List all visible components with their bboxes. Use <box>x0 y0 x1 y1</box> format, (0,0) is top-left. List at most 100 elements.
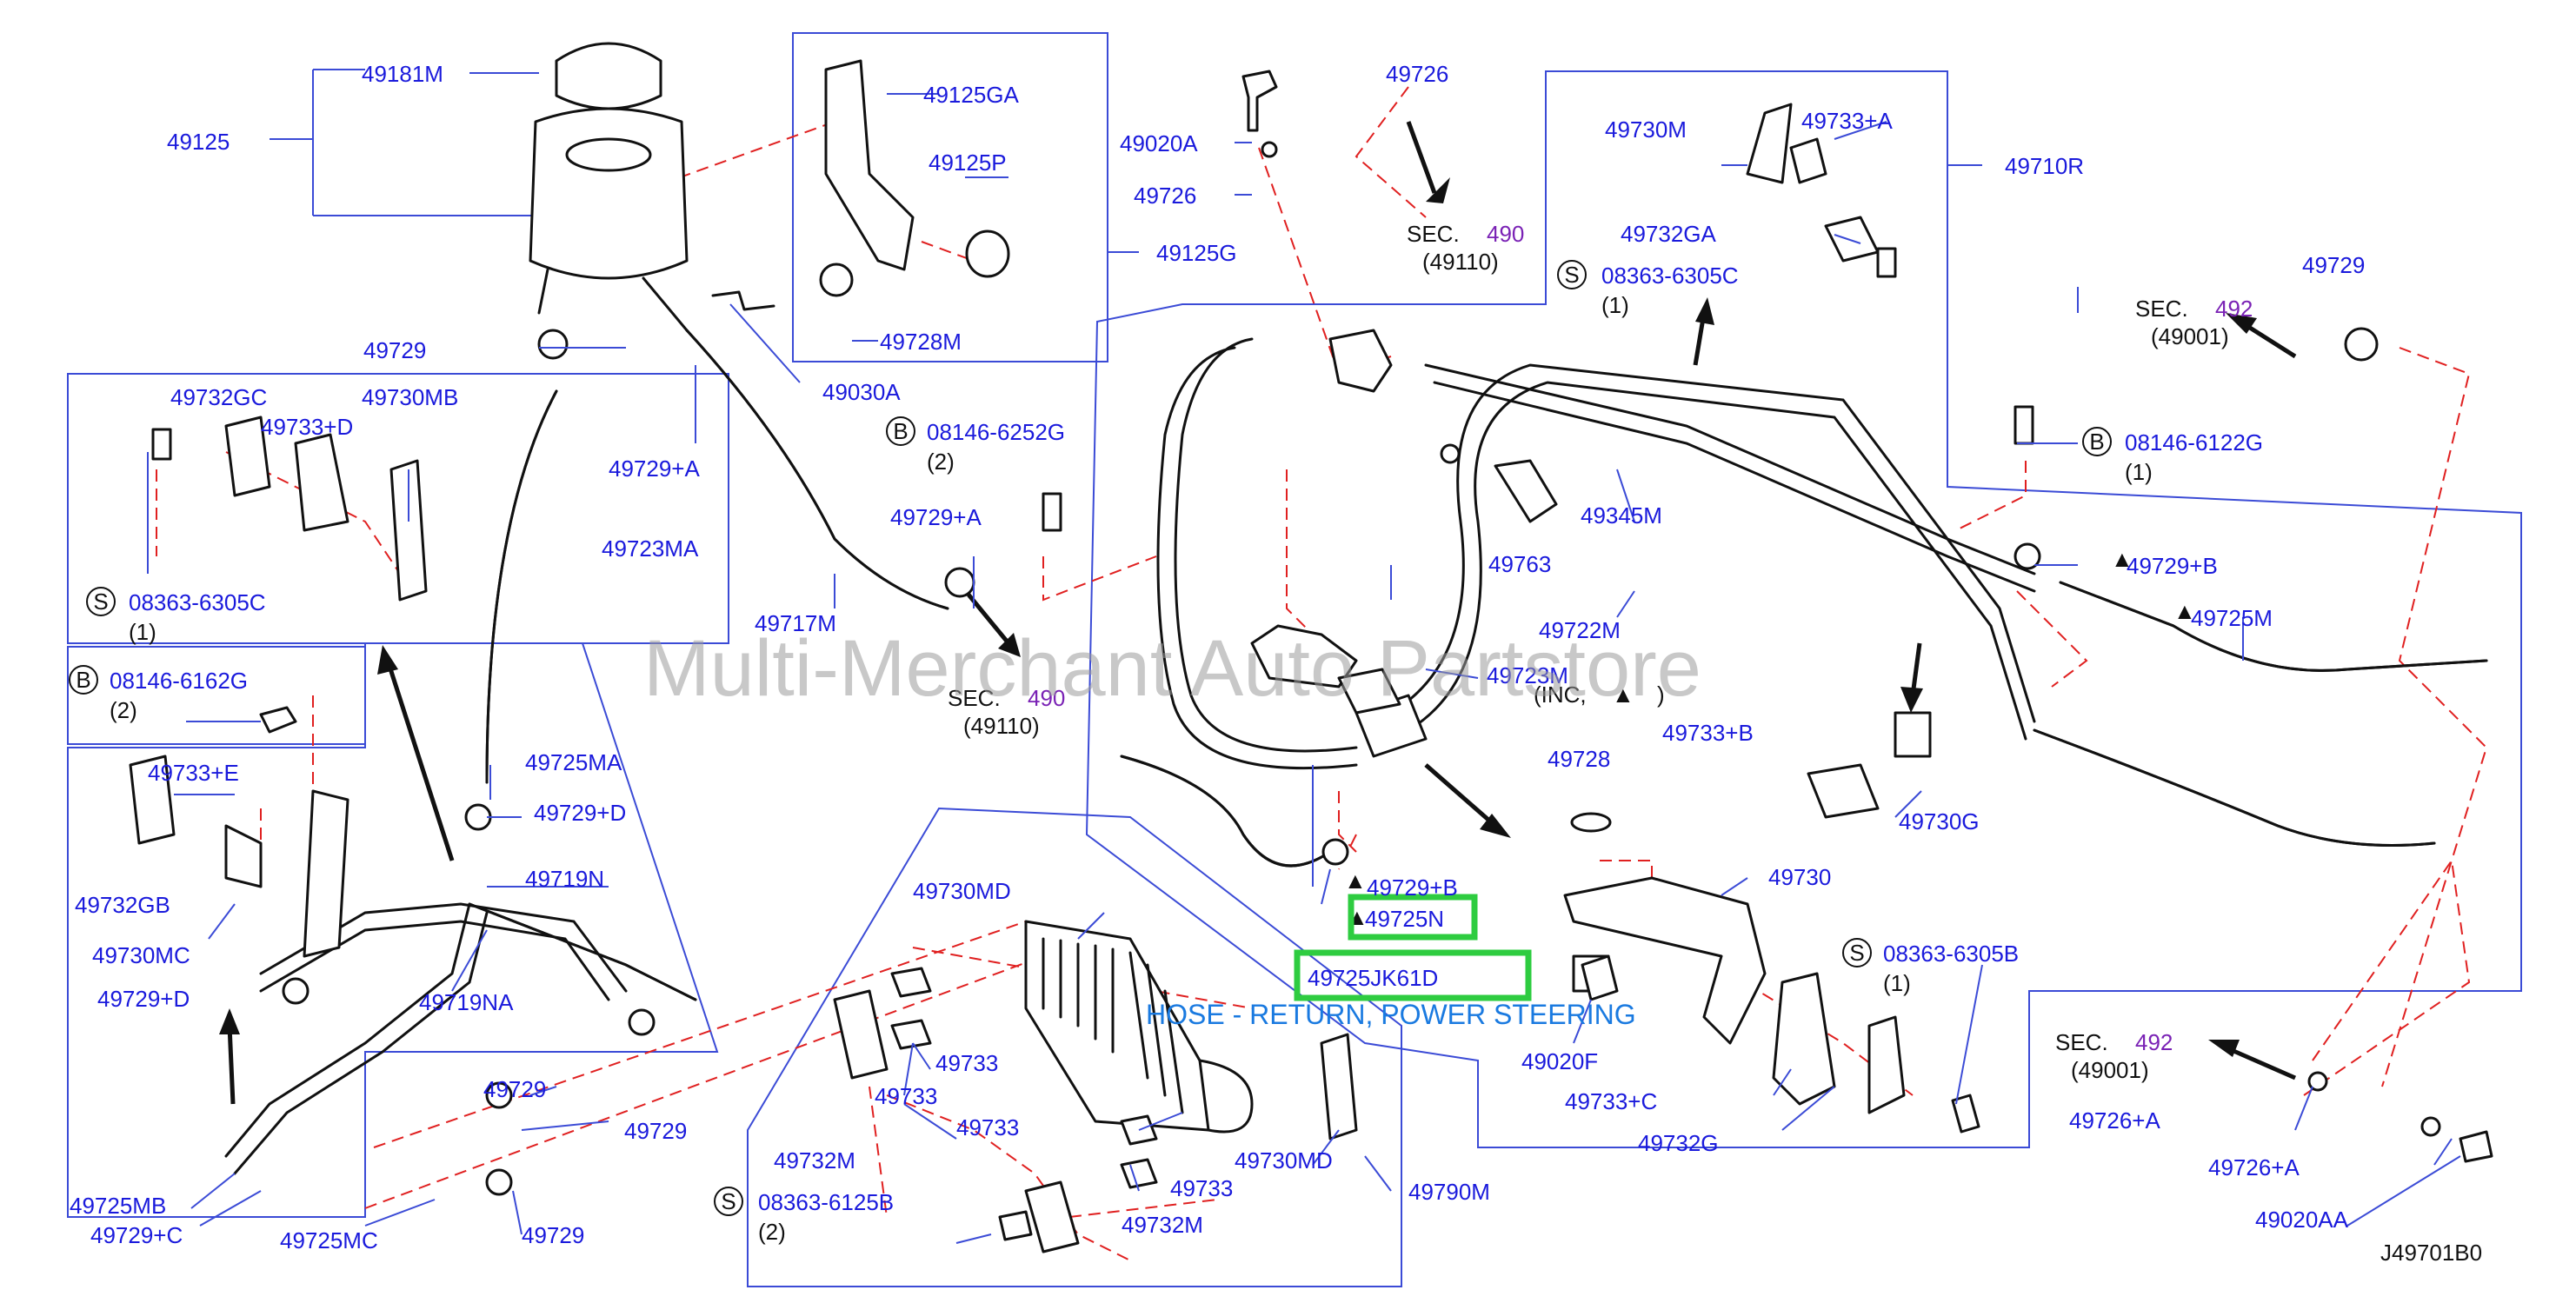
part-label: 49725MA <box>525 749 622 775</box>
part-label: 49728 <box>1548 746 1610 772</box>
part-label: 49125P <box>929 150 1007 176</box>
part-label: 49733 <box>1170 1175 1233 1201</box>
part-label: 08146-6252G <box>927 419 1065 445</box>
part-label: 49732GC <box>170 384 267 410</box>
part-label: 49730MC <box>92 942 190 968</box>
sec-ref: (49110) <box>963 713 1040 739</box>
sec-prefix: SEC. <box>2135 296 2188 322</box>
part-label: 49181M <box>362 61 443 87</box>
part-label: 49733+E <box>148 760 239 786</box>
sec-prefix: SEC. <box>948 685 1001 711</box>
part-label: 49730M <box>1605 116 1687 143</box>
part-label: 49730MD <box>1235 1147 1333 1174</box>
bolt-box <box>67 646 366 745</box>
part-label: 49725M <box>2191 605 2273 631</box>
part-qty: (1) <box>1883 970 1911 996</box>
part-label: 49729+A <box>890 504 982 530</box>
screw-symbol: S <box>1564 262 1579 288</box>
reservoir-bracket <box>824 59 915 271</box>
highlight-box-49725JK61D <box>1294 949 1532 1001</box>
part-label: 49723MA <box>602 535 699 562</box>
part-label: 49732GB <box>75 892 170 918</box>
part-label: 49728M <box>880 329 962 355</box>
part-qty: (1) <box>2125 459 2153 485</box>
part-label: 49726 <box>1134 183 1196 209</box>
triangle-icon: ▲ <box>1344 868 1367 894</box>
part-label: 49733+A <box>1801 108 1893 134</box>
screw-symbol: S <box>721 1188 736 1214</box>
part-label: 49719N <box>525 866 604 892</box>
bolt-symbol: B <box>2089 429 2104 455</box>
part-label: 49733+D <box>261 414 353 440</box>
sec-number: 490 <box>1028 685 1065 711</box>
part-label: 49733 <box>875 1083 937 1109</box>
hose-description: HOSE - RETURN, POWER STEERING <box>1146 999 1636 1030</box>
sec-number: 492 <box>2215 296 2253 322</box>
symbol-circles: B S B S B S S <box>69 260 2112 1216</box>
triangle-icon: ▲ <box>1612 682 1634 708</box>
part-label: 49729+B <box>1367 874 1458 901</box>
part-label: 49729+C <box>90 1222 183 1248</box>
bracket-box <box>792 32 1108 362</box>
part-label: 49732M <box>774 1147 855 1174</box>
part-label: 49125G <box>1156 240 1237 266</box>
part-label: 49732M <box>1122 1212 1203 1238</box>
sec-number: 492 <box>2135 1029 2173 1055</box>
part-label: 49726+A <box>2208 1154 2300 1180</box>
part-label: 49733 <box>956 1114 1019 1140</box>
part-label: 49729 <box>483 1076 546 1102</box>
sec-ref: (49001) <box>2071 1057 2149 1083</box>
part-label: 49125 <box>167 129 230 155</box>
part-label: 49729 <box>2302 252 2365 278</box>
part-label: 49729+D <box>534 800 626 826</box>
triangle-icon: ▲ <box>2111 546 2133 572</box>
part-label: 49729+D <box>97 986 190 1012</box>
screw-symbol: S <box>93 588 108 615</box>
screw-symbol: S <box>1849 940 1864 966</box>
part-qty: (2) <box>110 697 137 723</box>
part-label: 49345M <box>1581 502 1662 529</box>
part-label: 49722M <box>1539 617 1621 643</box>
sec-prefix: SEC. <box>1407 221 1460 247</box>
part-label: 49732G <box>1638 1130 1719 1156</box>
tube-box <box>1085 70 2522 1148</box>
part-label: 49790M <box>1408 1179 1490 1205</box>
part-label: 49020F <box>1521 1048 1598 1074</box>
part-label: 49733+B <box>1662 720 1754 746</box>
part-label: 49730G <box>1899 808 1980 835</box>
part-label: 49719NA <box>419 989 514 1015</box>
part-qty: (1) <box>129 619 156 645</box>
part-label: 08146-6122G <box>2125 429 2263 455</box>
part-label: 08363-6305C <box>1601 263 1739 289</box>
part-qty: (1) <box>1601 292 1629 318</box>
part-label: 49723M <box>1487 662 1568 688</box>
parts-art <box>129 42 2493 1253</box>
lower-left-box <box>67 642 719 1218</box>
part-qty: (2) <box>927 449 955 475</box>
part-label: 08363-6305C <box>129 589 266 615</box>
part-label: 49725MC <box>280 1227 378 1253</box>
part-label: 49726 <box>1386 61 1448 87</box>
part-label: 49732GA <box>1621 221 1717 247</box>
part-label: 49729 <box>363 337 426 363</box>
sec-number: 490 <box>1487 221 1524 247</box>
part-label: 08363-6125B <box>758 1189 894 1215</box>
part-label: 49020AA <box>2255 1207 2349 1233</box>
part-label: 49733 <box>935 1050 998 1076</box>
frame-lines <box>67 32 2522 1287</box>
watermark-text: Multi-Merchant Auto Partstore <box>643 624 1701 713</box>
part-label: 49030A <box>822 379 901 405</box>
part-label: 08146-6162G <box>110 668 248 694</box>
section-refs: SEC. 490 (49110) SEC. 490 (49110) SEC. 4… <box>948 221 2253 1083</box>
part-label: 49710R <box>2005 153 2084 179</box>
part-qty: (2) <box>758 1219 786 1245</box>
highlight-box-49725N <box>1348 894 1478 941</box>
triangle-icon: ▲ <box>2173 598 2196 624</box>
part-label: 49730 <box>1768 864 1831 890</box>
part-label: 49725MB <box>70 1193 166 1219</box>
sec-ref: (49110) <box>1422 249 1499 275</box>
bolt-symbol: B <box>76 667 90 693</box>
part-label: 49730MB <box>362 384 458 410</box>
part-label: 49733+C <box>1565 1088 1657 1114</box>
